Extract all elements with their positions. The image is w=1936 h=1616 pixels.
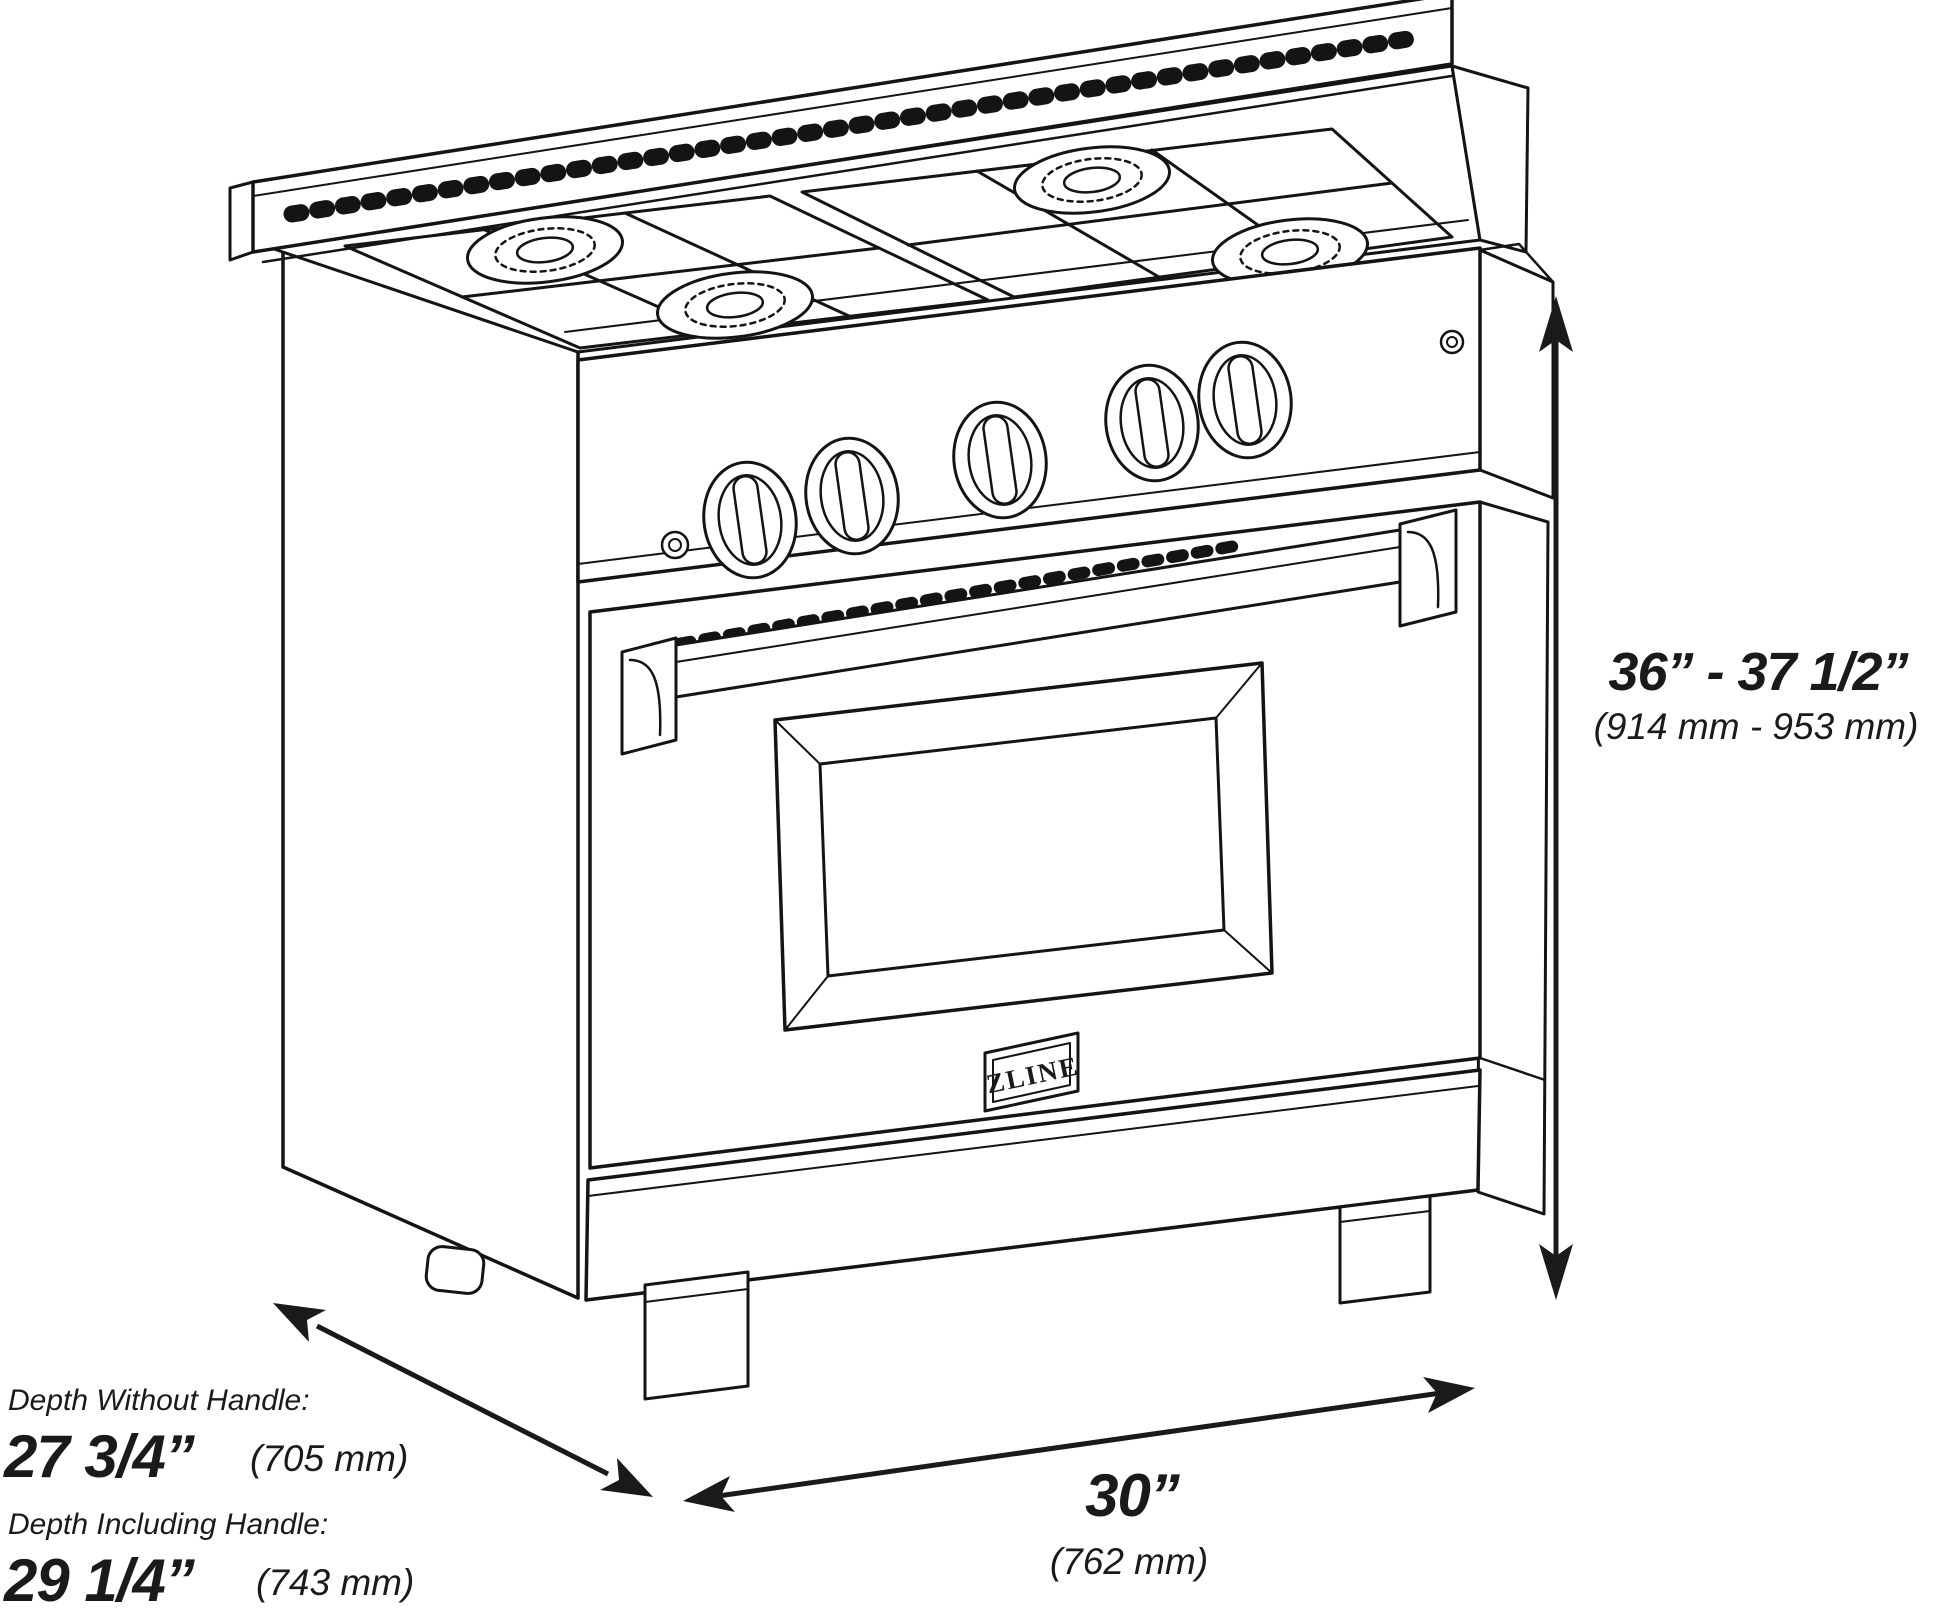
- depth-without-handle-metric: (705 mm): [250, 1438, 408, 1479]
- burner-back-right: [1012, 145, 1172, 215]
- burner-knob-3: [1104, 363, 1200, 483]
- width-arrow-left-icon: [683, 1476, 735, 1512]
- rear-left-foot: [424, 1245, 486, 1295]
- oven-door: ZLINE: [588, 500, 1482, 1170]
- front-left-foot: [643, 1270, 750, 1401]
- oven-door-window: [773, 661, 1274, 1032]
- depth-including-handle-metric: (743 mm): [256, 1562, 414, 1603]
- dimension-annotations: 36” - 37 1/2” (914 mm - 953 mm) 30” (762…: [3, 296, 1918, 1614]
- burner-knob-2: [804, 436, 900, 556]
- indicator-light-right: [1439, 329, 1465, 355]
- height-arrow-up-icon: [1539, 296, 1573, 352]
- depth-arrow-line: [315, 1323, 610, 1477]
- height-metric: (914 mm - 953 mm): [1594, 706, 1919, 747]
- front-right-foot: [1338, 1194, 1432, 1305]
- oven-door-handle: [620, 508, 1458, 756]
- range-illustration: ZLINE: [228, 0, 1555, 1401]
- depth-including-handle-value: 29 1/4”: [3, 1547, 195, 1614]
- control-panel: [576, 246, 1482, 584]
- rear-vent-rail: [228, 0, 1460, 264]
- depth-including-handle-label: Depth Including Handle:: [8, 1508, 328, 1541]
- depth-arrow-downright-icon: [600, 1458, 653, 1497]
- burner-front-left: [655, 270, 815, 340]
- depth-arrow-upleft-icon: [273, 1303, 326, 1342]
- kick-panel: [584, 1068, 1482, 1302]
- depth-without-handle-label: Depth Without Handle:: [8, 1384, 310, 1417]
- width-value: 30”: [1085, 1462, 1180, 1529]
- depth-without-handle-value: 27 3/4”: [3, 1423, 195, 1490]
- height-value: 36” - 37 1/2”: [1608, 642, 1908, 702]
- oven-knob: [952, 400, 1048, 520]
- right-side-edge: [1450, 64, 1555, 1216]
- depth-dimension: Depth Without Handle: 27 3/4” (705 mm) D…: [3, 1303, 653, 1614]
- height-arrow-down-icon: [1539, 1244, 1573, 1300]
- handle-left-bracket: [620, 636, 678, 756]
- indicator-light-left: [660, 530, 690, 560]
- width-arrow-line: [696, 1387, 1463, 1502]
- width-metric: (762 mm): [1050, 1541, 1208, 1582]
- handle-right-bracket: [1398, 508, 1458, 628]
- rail-vent-slits: [283, 30, 1417, 223]
- burner-knob-4: [1197, 340, 1293, 460]
- burner-knob-1: [702, 460, 798, 580]
- width-dimension: 30” (762 mm): [683, 1377, 1475, 1582]
- height-dimension: 36” - 37 1/2” (914 mm - 953 mm): [1539, 296, 1918, 1300]
- left-side-panel: [281, 220, 580, 1300]
- feet: [424, 1194, 1432, 1401]
- width-arrow-right-icon: [1423, 1377, 1475, 1413]
- oven-vent-slits: [649, 540, 1241, 654]
- zline-badge: ZLINE: [983, 1031, 1082, 1113]
